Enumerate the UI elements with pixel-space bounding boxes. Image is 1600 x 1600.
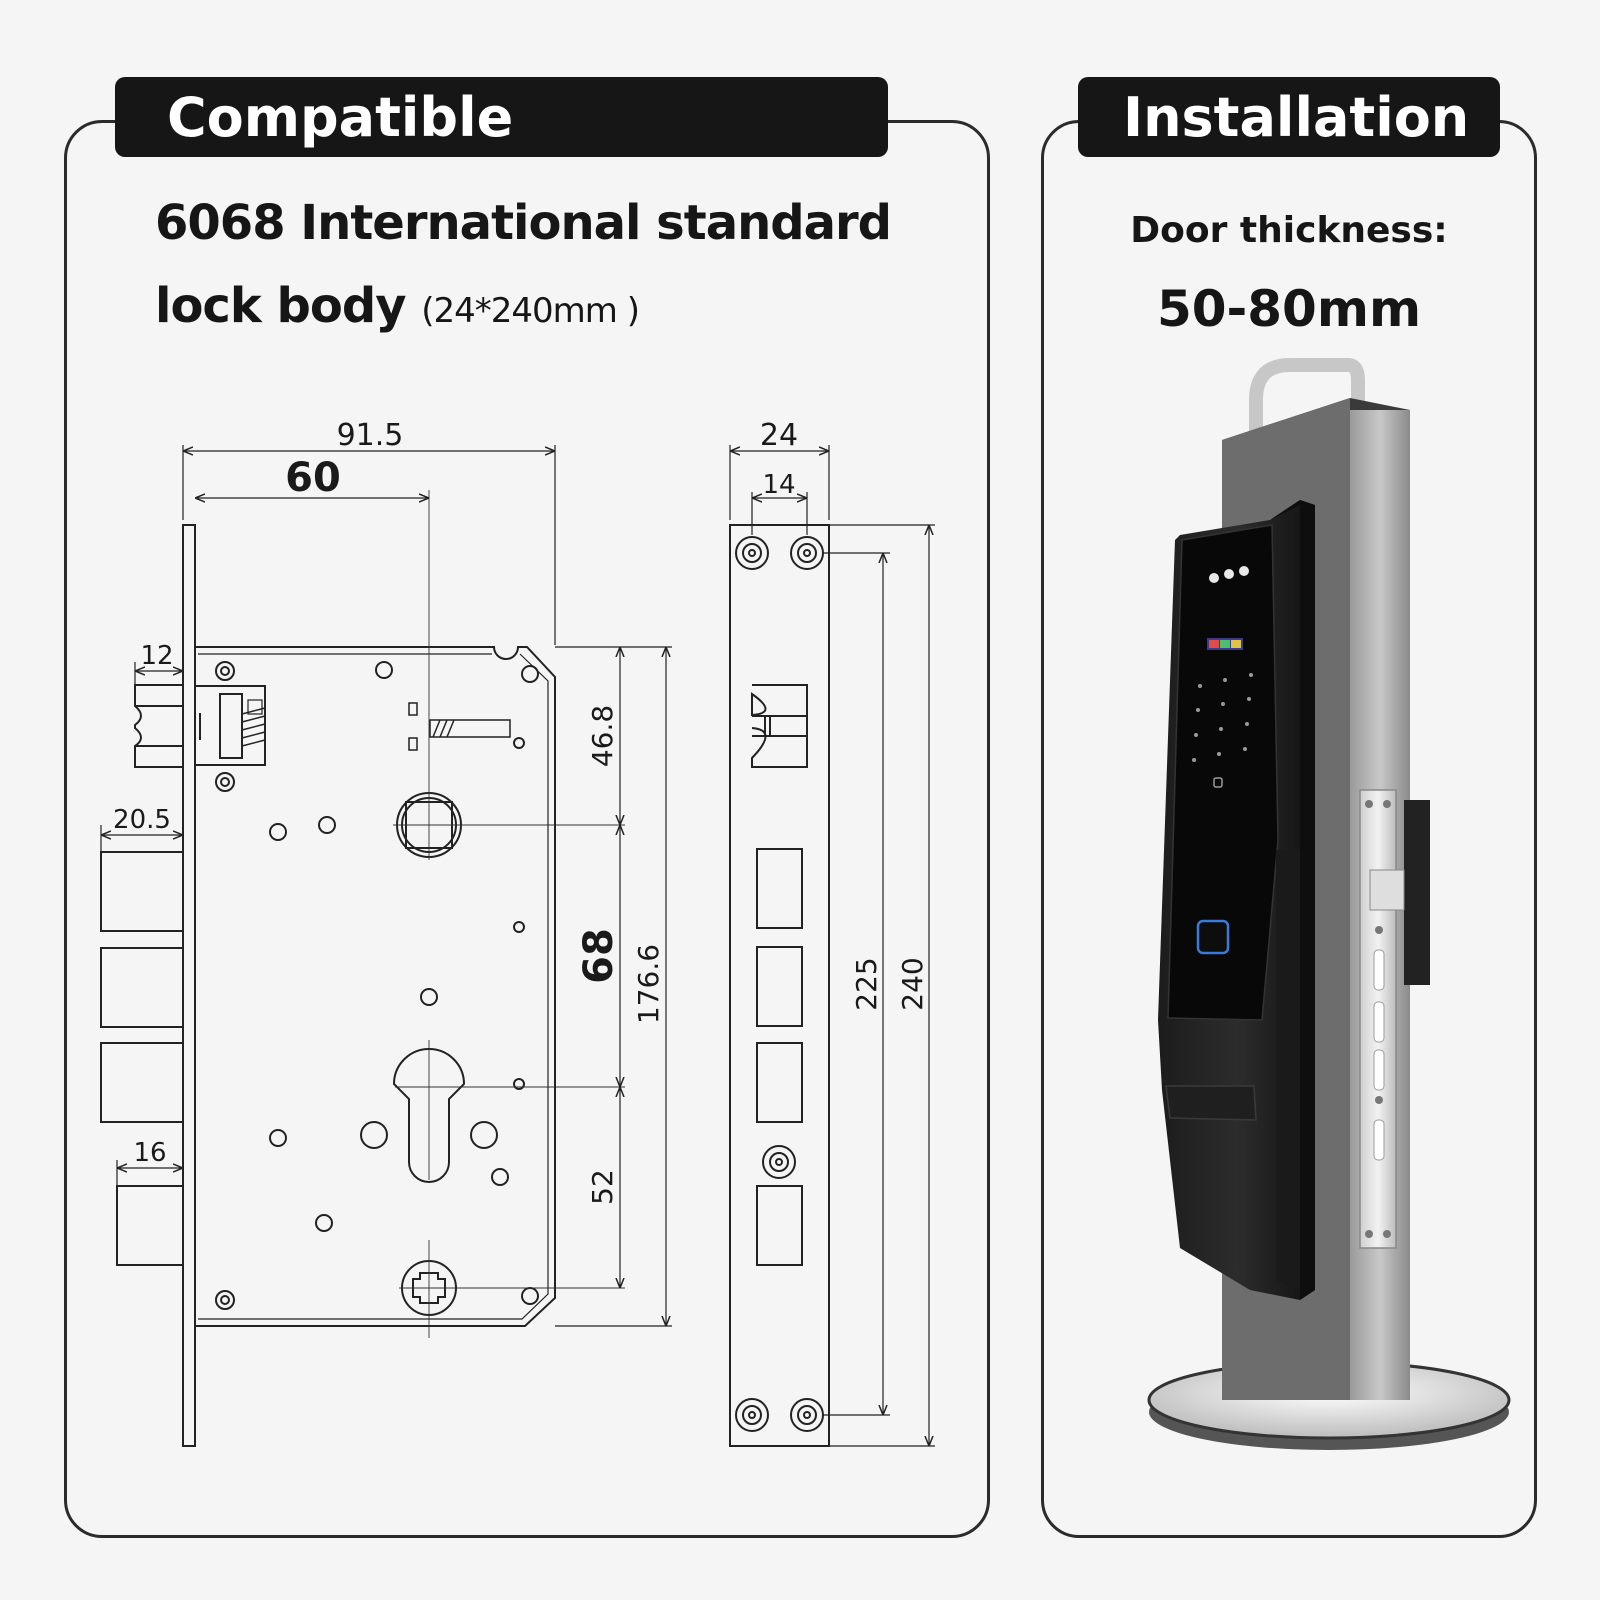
dim-backset: 60 <box>285 455 341 501</box>
product-handle-grip <box>1165 1085 1257 1121</box>
installation-tab: Installation <box>1078 77 1500 157</box>
door-thickness-label: Door thickness: <box>1130 210 1448 251</box>
faceplate-dimension-lines <box>729 445 935 1447</box>
product-keypad <box>1192 673 1253 788</box>
dim-top-to-handle: 46.8 <box>586 705 619 767</box>
lock-case-inner <box>198 653 549 1320</box>
standard-heading-line1: 6068 International standard <box>155 195 892 251</box>
dim-faceplate-width: 24 <box>760 418 798 453</box>
faceplate-slot-2 <box>756 946 803 1027</box>
faceplate-slot-3 <box>756 1042 803 1123</box>
faceplate-slot-1 <box>756 848 803 929</box>
dim-latch-length: 12 <box>140 641 173 671</box>
faceplate-bar <box>182 524 196 1447</box>
lock-case-outline <box>194 646 556 1327</box>
product-glass-panel <box>1167 524 1279 1021</box>
case-screws <box>215 661 235 1310</box>
case-holes <box>269 661 539 1305</box>
bottom-bolt <box>116 1185 184 1266</box>
faceplate-slot-4 <box>756 1185 803 1266</box>
dim-bottom-bolt-length: 16 <box>133 1138 166 1168</box>
lever-slot <box>429 719 511 738</box>
dim-width-total: 91.5 <box>337 418 404 453</box>
product-cameras <box>1209 566 1249 583</box>
dim-cylinder-to-bottom: 52 <box>586 1169 619 1205</box>
faceplate-outline <box>729 524 830 1447</box>
cylinder-hole <box>392 1048 466 1183</box>
deadbolt-1 <box>100 851 184 932</box>
door-top-handle <box>1249 358 1365 436</box>
compatible-panel <box>64 120 990 1538</box>
smart-lock-product-image <box>1147 358 1511 1450</box>
dim-faceplate-height: 240 <box>896 957 929 1010</box>
compatible-tab: Compatible <box>115 77 888 157</box>
deadbolt-3 <box>100 1042 184 1123</box>
standard-heading-line2: lock body (24*240mm ) <box>155 278 640 334</box>
fingerprint-reader <box>1196 919 1230 955</box>
dimension-labels: 91.5 60 12 20.5 16 46.8 68 52 176.6 24 1… <box>113 418 929 1205</box>
faceplate-latch-opening <box>751 684 808 768</box>
installation-tab-label: Installation <box>1123 85 1470 149</box>
compatible-tab-label: Compatible <box>167 85 514 149</box>
dim-deadbolt-length: 20.5 <box>113 805 171 835</box>
faceplate-screws <box>735 536 824 1432</box>
lock-body-dimension-lines <box>100 445 672 1327</box>
latch-bolt <box>134 684 266 768</box>
lock-body-size-note: (24*240mm ) <box>421 291 640 331</box>
lock-body-label: lock body <box>155 278 406 334</box>
dim-screw-spacing: 225 <box>850 957 883 1010</box>
lock-body-drawing <box>100 490 625 1447</box>
dim-body-height: 176.6 <box>632 944 665 1024</box>
product-faceplate-details <box>1365 800 1405 1238</box>
deadbolt-2 <box>100 947 184 1028</box>
door-thickness-value: 50-80mm <box>1156 280 1422 338</box>
faceplate-drawing <box>729 524 830 1447</box>
rear-handle <box>1404 800 1430 985</box>
dim-faceplate-inner: 14 <box>762 470 795 500</box>
dim-handle-to-cylinder: 68 <box>576 928 622 984</box>
